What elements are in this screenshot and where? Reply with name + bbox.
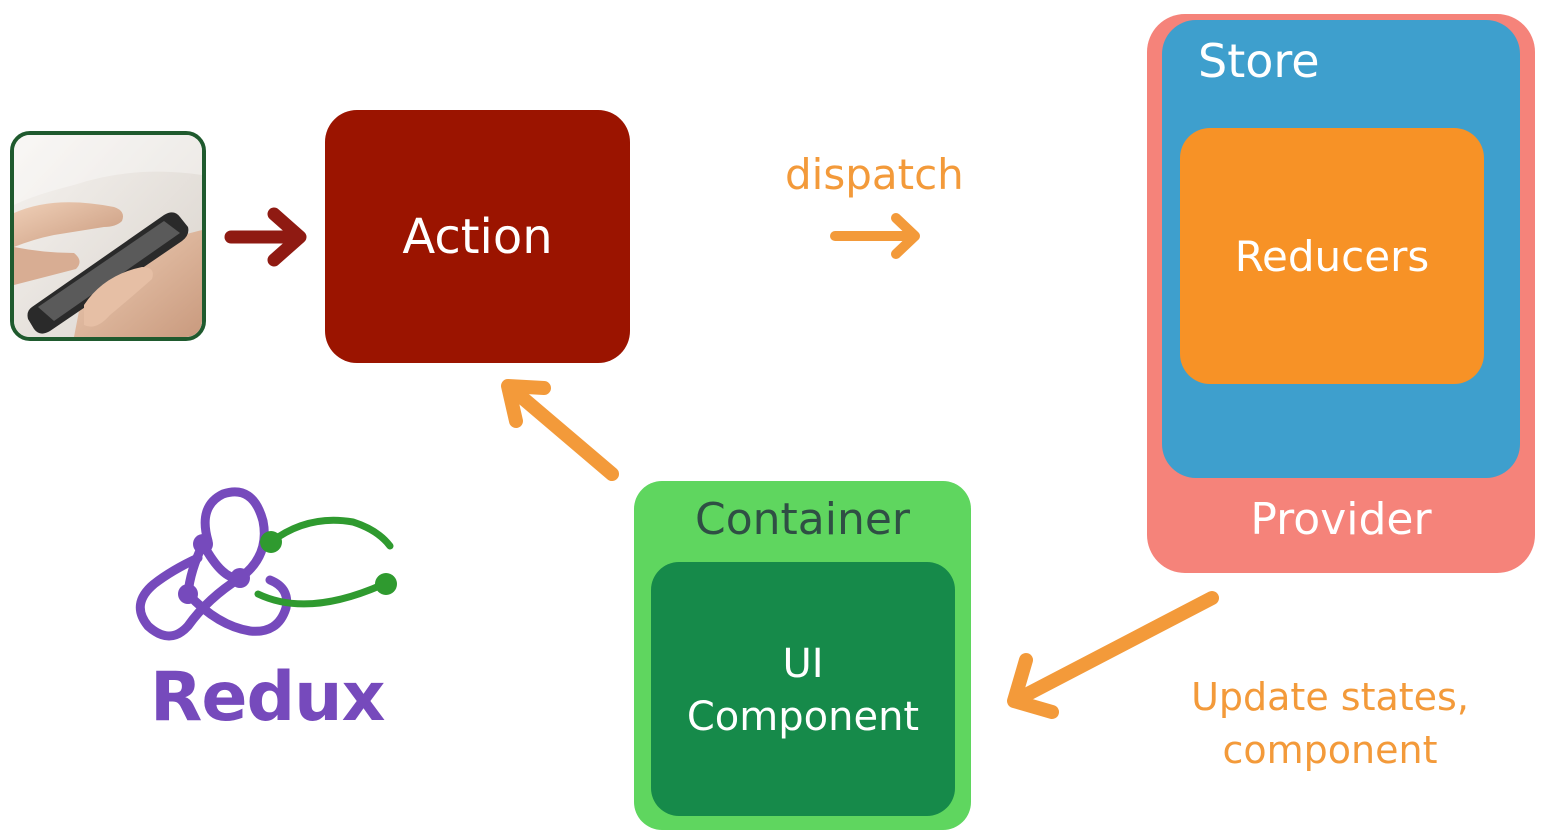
redux-wordmark: Redux (150, 658, 385, 737)
action-label: Action (402, 208, 553, 265)
reducers-box: Reducers (1180, 128, 1484, 384)
provider-to-container-arrow (1007, 591, 1219, 719)
update-states-label-line2: component (1222, 728, 1438, 772)
provider-label: Provider (1250, 494, 1432, 545)
container-label: Container (694, 494, 910, 545)
container-to-action-arrow (501, 379, 619, 481)
redux-logo-icon (135, 487, 397, 641)
action-box: Action (325, 110, 630, 363)
ui-component-box (651, 562, 955, 816)
user-to-action-arrow (224, 207, 307, 267)
ui-component-label-line2: Component (686, 694, 920, 740)
dispatch-label: dispatch (785, 150, 964, 199)
dispatch-arrow (830, 213, 920, 259)
store-label: Store (1198, 34, 1320, 88)
update-states-label-line1: Update states, (1191, 675, 1469, 719)
hand-holding-phone-photo-icon (14, 135, 202, 337)
user-phone-photo (10, 131, 206, 341)
reducers-label: Reducers (1234, 231, 1430, 281)
ui-component-label-line1: UI (782, 641, 824, 687)
